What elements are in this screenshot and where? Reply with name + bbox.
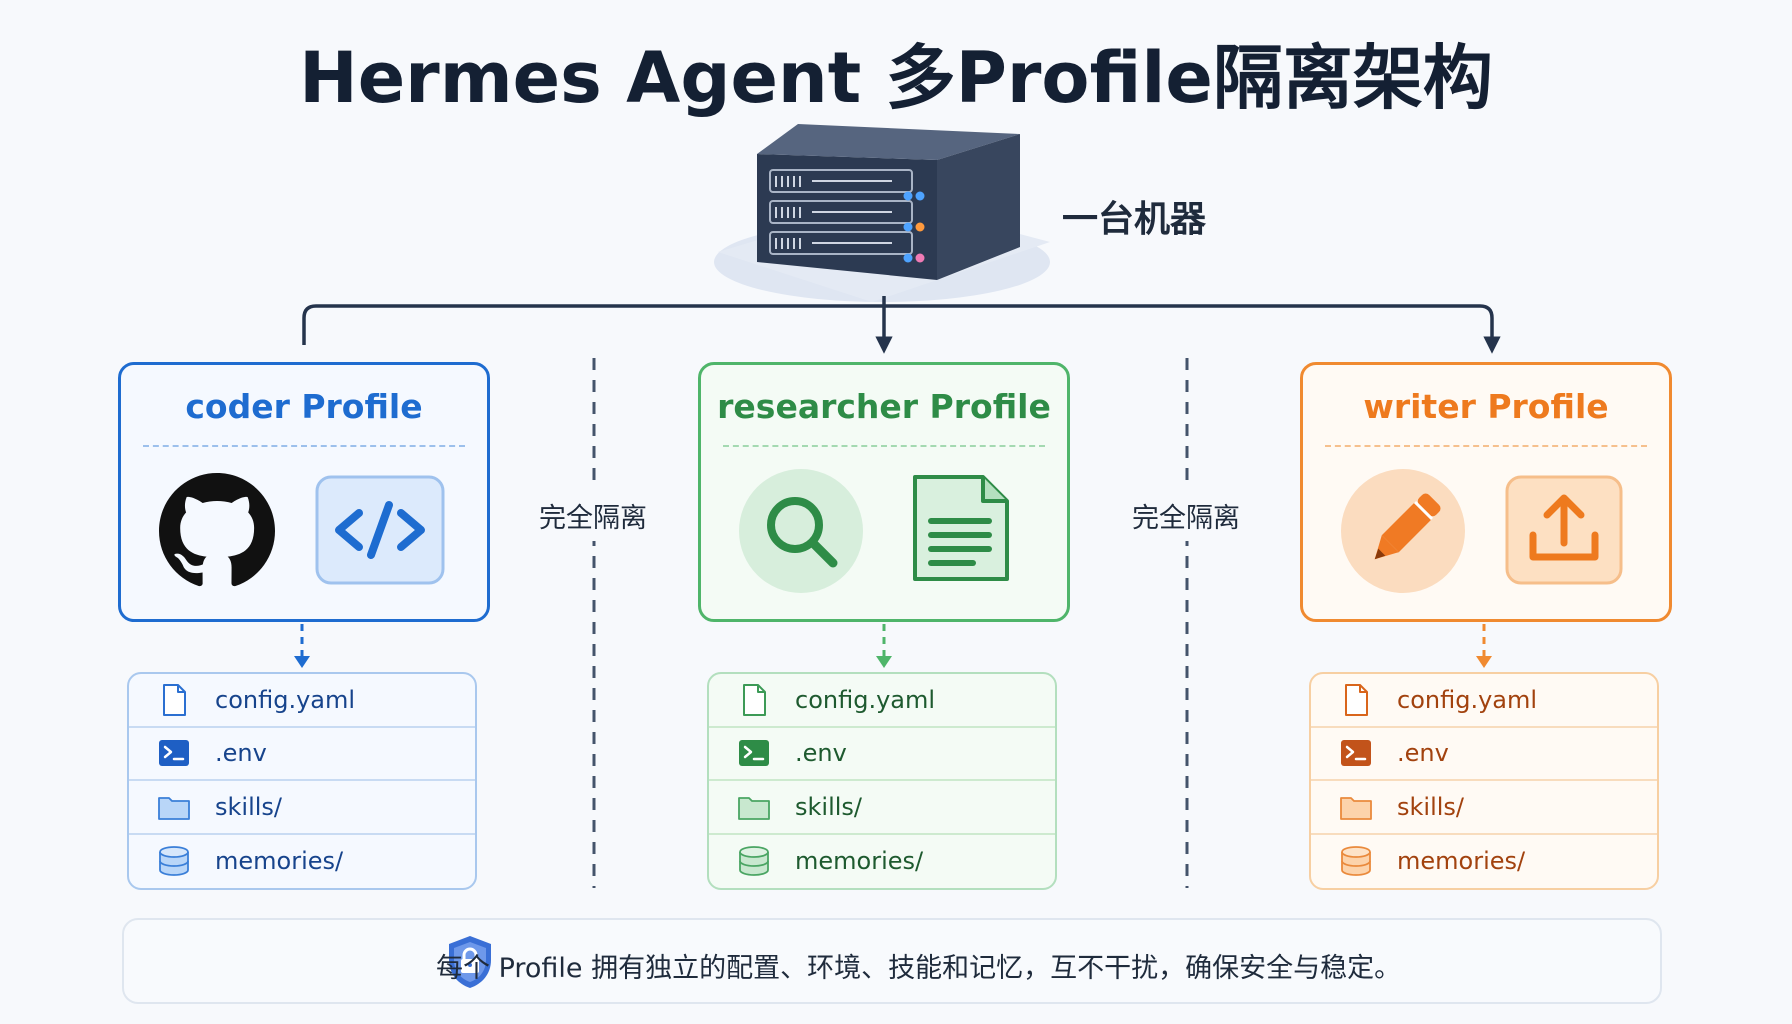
list-item: .env [709, 728, 1055, 781]
file-label: config.yaml [215, 685, 356, 714]
list-item: config.yaml [1311, 674, 1657, 728]
profile-card-coder: coder Profile [118, 362, 490, 622]
database-icon [1341, 846, 1371, 877]
list-item: skills/ [129, 781, 475, 835]
file-label: skills/ [1397, 792, 1464, 821]
file-list-coder: config.yaml .env skills/ memories/ [127, 672, 477, 890]
list-item: skills/ [1311, 781, 1657, 835]
folder-icon [158, 796, 190, 820]
page-title: Hermes Agent 多Profile隔离架构 [299, 37, 1493, 119]
pen-icon [1341, 469, 1465, 593]
profile-title: writer Profile [1363, 387, 1609, 426]
list-item: .env [1311, 728, 1657, 781]
card-divider [1325, 445, 1647, 447]
profile-card-researcher: researcher Profile [698, 362, 1070, 622]
terminal-icon [1341, 740, 1371, 767]
terminal-icon [739, 740, 769, 767]
folder-icon [1340, 796, 1372, 820]
file-list-researcher: config.yaml .env skills/ memories/ [707, 672, 1057, 890]
card-divider [723, 445, 1045, 447]
isolation-label-left: 完全隔离 [539, 490, 647, 541]
file-label: .env [215, 739, 267, 768]
file-label: skills/ [215, 792, 282, 821]
footer-text: 每个 Profile 拥有独立的配置、环境、技能和记忆，互不干扰，确保安全与稳定… [436, 953, 1402, 984]
document-icon [913, 475, 1009, 581]
file-label: .env [1397, 739, 1449, 768]
database-icon [739, 846, 769, 877]
file-label: config.yaml [795, 685, 936, 714]
file-icon [743, 683, 766, 716]
machine-label: 一台机器 [1062, 199, 1207, 240]
file-label: memories/ [795, 847, 924, 876]
shield-lock-icon [449, 936, 491, 988]
profile-card-writer: writer Profile [1300, 362, 1672, 622]
file-label: skills/ [795, 792, 862, 821]
database-icon [159, 846, 189, 877]
list-item: memories/ [129, 835, 475, 889]
list-item: config.yaml [129, 674, 475, 728]
folder-icon [738, 796, 770, 820]
file-label: memories/ [1397, 847, 1526, 876]
file-label: config.yaml [1397, 685, 1538, 714]
file-icon [1345, 683, 1368, 716]
file-icon [163, 683, 186, 716]
list-item: config.yaml [709, 674, 1055, 728]
server-icon [714, 124, 1050, 302]
upload-icon [1505, 475, 1623, 585]
list-item: skills/ [709, 781, 1055, 835]
code-brackets-icon [315, 475, 445, 585]
file-list-writer: config.yaml .env skills/ memories/ [1309, 672, 1659, 890]
file-label: memories/ [215, 847, 344, 876]
terminal-icon [159, 740, 189, 767]
github-icon [159, 473, 275, 587]
isolation-label-right: 完全隔离 [1132, 490, 1240, 541]
profile-title: coder Profile [185, 387, 423, 426]
list-item: memories/ [1311, 835, 1657, 889]
file-label: .env [795, 739, 847, 768]
footer-note: 每个 Profile 拥有独立的配置、环境、技能和记忆，互不干扰，确保安全与稳定… [122, 918, 1662, 1004]
search-icon [739, 469, 863, 593]
card-divider [143, 445, 465, 447]
list-item: .env [129, 728, 475, 781]
list-item: memories/ [709, 835, 1055, 889]
profile-title: researcher Profile [717, 387, 1051, 426]
